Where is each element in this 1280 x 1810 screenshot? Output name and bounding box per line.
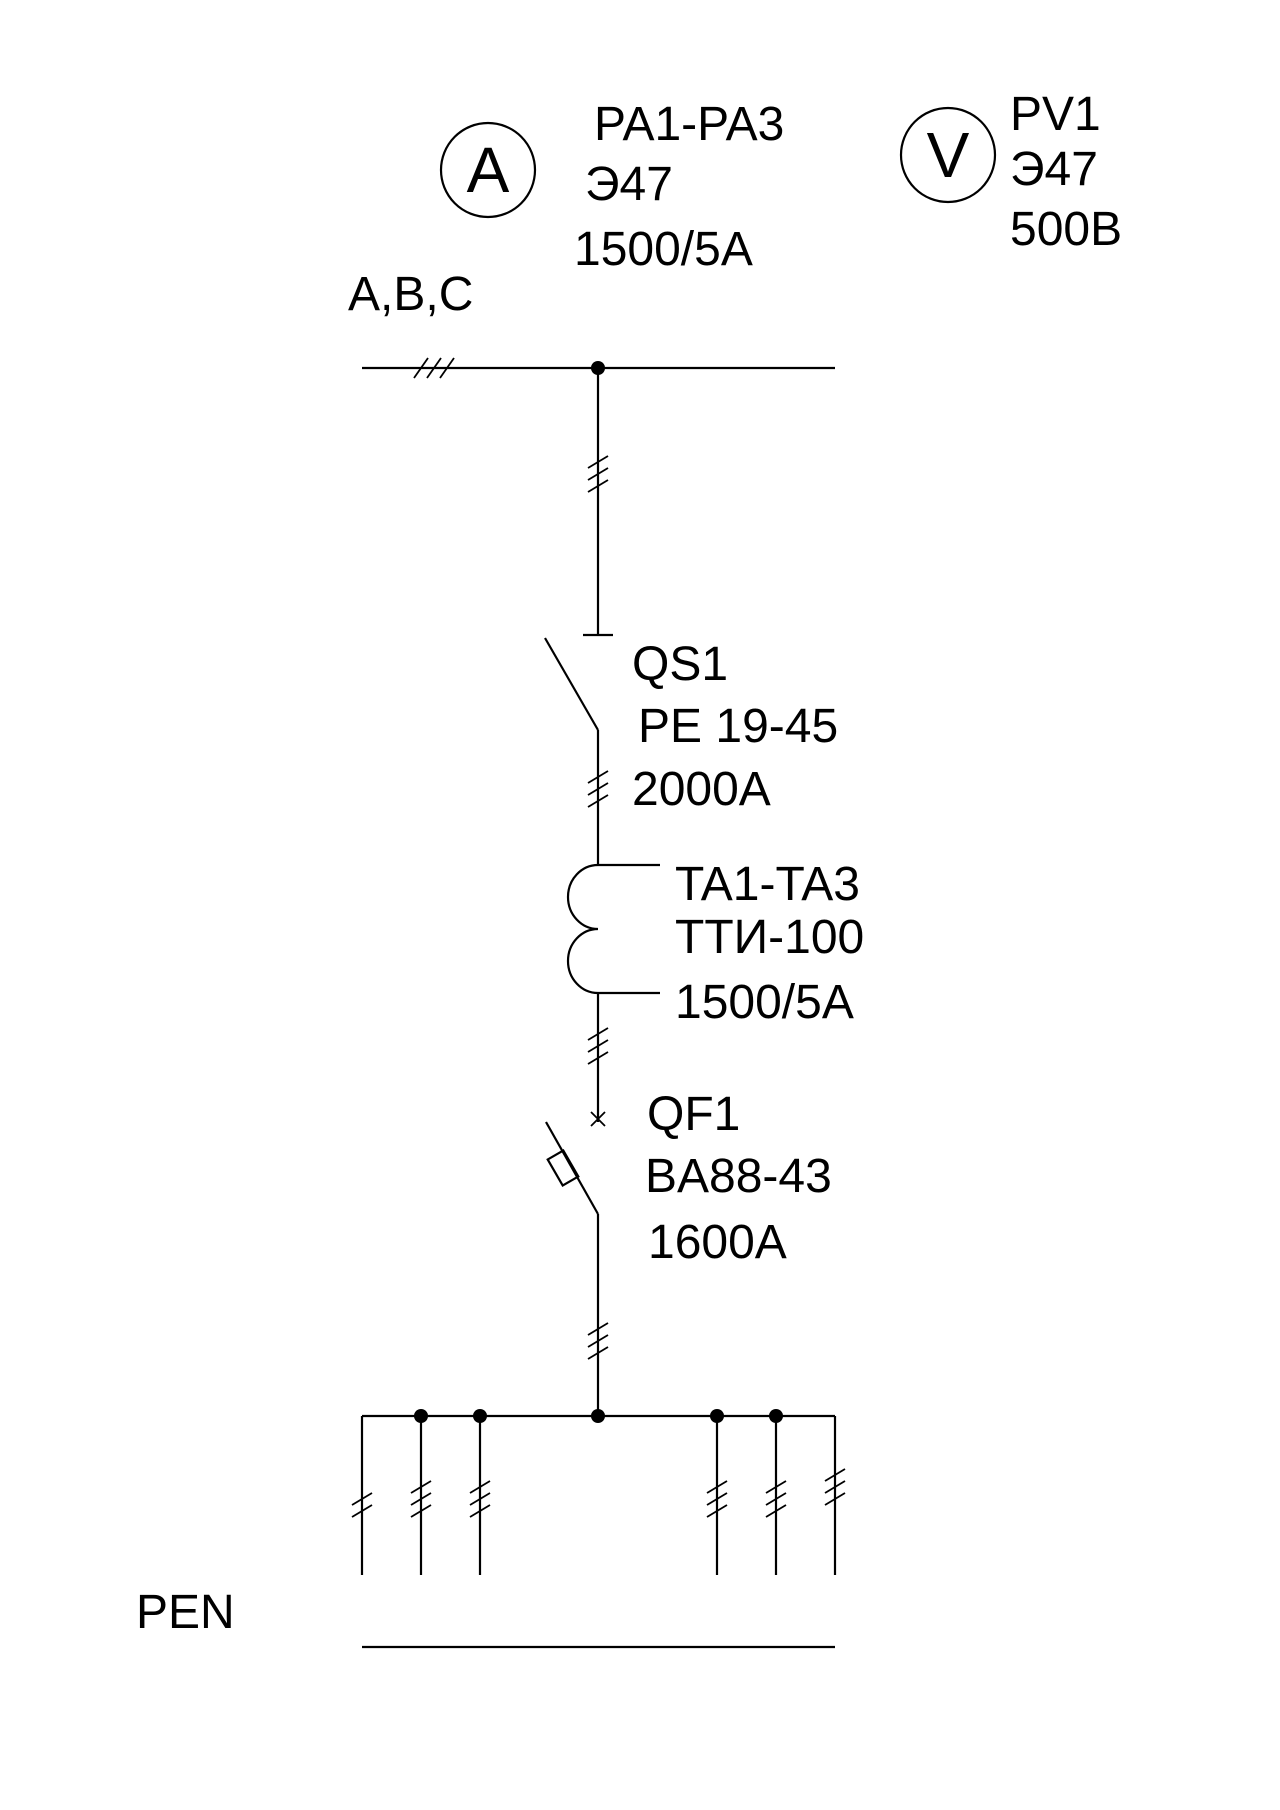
breaker-blade (545, 1121, 599, 1215)
outgoing-feeder-3 (469, 1409, 491, 1575)
disconnector-blade (544, 637, 599, 731)
current-transformer-symbol (566, 863, 660, 995)
outgoing-feeder-4 (706, 1409, 728, 1575)
ammeter-type: Э47 (585, 158, 673, 211)
outgoing-feeder-2 (410, 1409, 432, 1575)
three-phase-ticks-2 (587, 770, 609, 808)
disconnector-type: PE 19-45 (638, 700, 838, 753)
three-phase-ticks-4 (587, 1322, 609, 1360)
distribution-bus-junction-dot (591, 1409, 605, 1423)
ct-ratio: 1500/5A (675, 976, 854, 1029)
outgoing-feeder-5 (765, 1409, 787, 1575)
voltmeter-type: Э47 (1010, 143, 1098, 196)
busbar-three-phase-ticks (413, 357, 455, 379)
busbar-label: A,B,C (348, 268, 473, 321)
ct-type: ТТИ-100 (675, 911, 864, 964)
disconnector-ref: QS1 (632, 638, 728, 691)
outgoing-feeder-1 (351, 1416, 373, 1575)
breaker-trip-element (546, 1149, 580, 1187)
breaker-type: BA88-43 (645, 1150, 832, 1203)
three-phase-ticks-3 (587, 1027, 609, 1065)
disconnector-rating: 2000A (632, 763, 771, 816)
three-phase-ticks-1 (587, 455, 609, 493)
voltmeter-symbol: V (899, 106, 997, 204)
outgoing-feeder-6 (824, 1416, 846, 1575)
voltmeter-letter: V (927, 119, 970, 191)
ammeter-symbol: A (439, 121, 537, 219)
breaker-rating: 1600A (648, 1216, 787, 1269)
breaker-ref: QF1 (647, 1088, 740, 1141)
voltmeter-ref: PV1 (1010, 88, 1101, 141)
ammeter-rating: 1500/5A (574, 223, 753, 276)
breaker-cross-mark (590, 1111, 606, 1127)
ammeter-letter: A (467, 134, 510, 206)
ammeter-ref: PA1-PA3 (594, 98, 784, 151)
voltmeter-rating: 500B (1010, 203, 1122, 256)
pen-label: PEN (136, 1586, 235, 1639)
ct-ref: TA1-TA3 (675, 858, 860, 911)
